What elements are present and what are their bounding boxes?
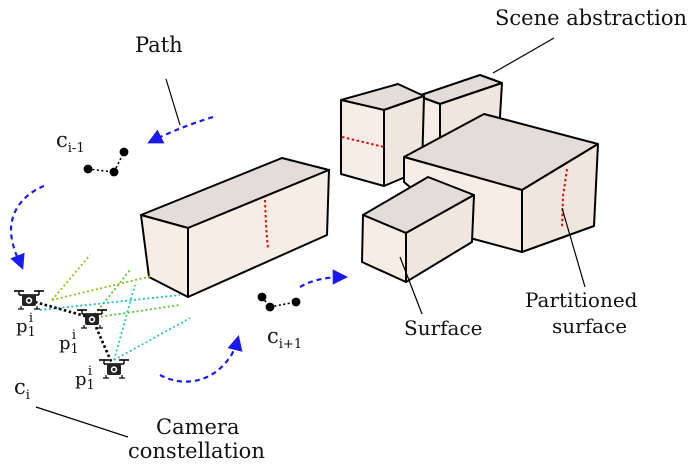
drone-with-camera-icon [76,309,108,329]
constellation-next [257,292,301,312]
view-rays [39,254,191,361]
label-scene-abstraction: Scene abstraction [495,6,687,30]
label-camera: Camera [156,415,240,439]
leader-partitioned-surface [561,207,586,288]
path-arrow-top [147,115,214,144]
partition-line-large [561,168,568,229]
path-arrow-right [299,269,349,288]
label-c-prev: ci-1 [56,128,85,156]
label-partitioned: Partitioned [525,288,638,312]
leader-scene-abstraction [492,37,555,74]
label-partitioned-surface: surface [552,314,627,338]
label-surface: Surface [404,316,483,340]
drone-links [34,300,116,369]
label-constellation: constellation [128,439,265,463]
label-pose-1: p1i [16,311,36,340]
leader-surface [399,256,423,315]
path-arrow-left [9,184,45,270]
leader-camera-constellation [35,406,129,438]
path-arrow-bottom [159,335,243,383]
label-c-next: ci+1 [267,324,302,352]
path-arrows [9,115,349,383]
drone-with-camera-icon [98,359,130,379]
partition-line-long [264,199,269,251]
label-pose-2: p1i [59,328,79,357]
leader-path [165,78,181,126]
constellation-prev [83,147,129,177]
label-pose-3: p1i [75,364,95,393]
partition-line-tall [341,136,385,148]
label-c-curr: ci [14,375,30,403]
label-path: Path [135,33,183,57]
building-front-small [361,176,475,283]
building-long-left [140,157,330,298]
drone-with-camera-icon [13,290,45,310]
